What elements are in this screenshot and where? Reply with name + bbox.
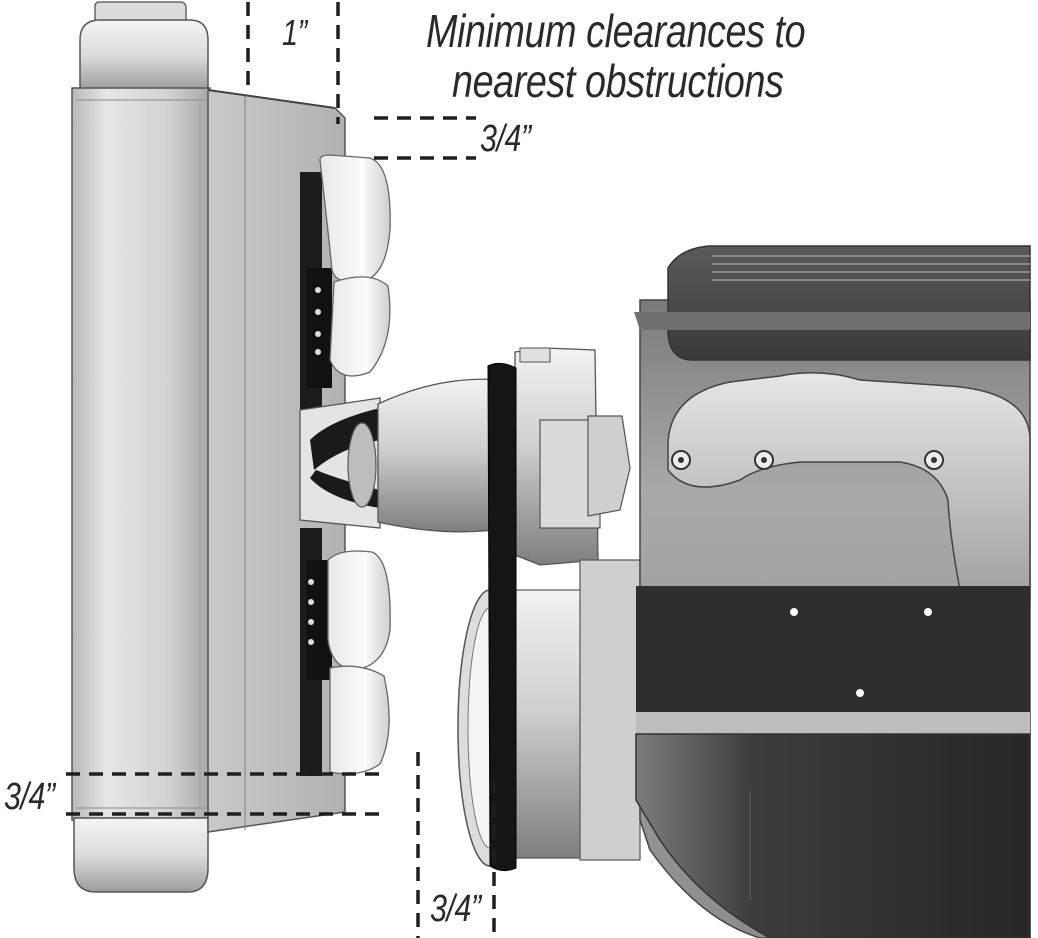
diagram-title-line-1: Minimum clearances to xyxy=(426,5,806,57)
radiator-core xyxy=(71,87,211,821)
dimension-lines xyxy=(66,2,496,938)
pulley-upper xyxy=(514,347,631,566)
fan-lower xyxy=(300,528,391,776)
oil-pan xyxy=(635,733,1031,938)
fan-upper xyxy=(300,154,391,412)
radiator-top-tank xyxy=(79,19,209,91)
drive-belt xyxy=(487,362,517,872)
top-clearance-label: 1” xyxy=(282,12,307,53)
upper-right-clearance-label: 3/4” xyxy=(480,118,531,160)
radiator-filler-neck xyxy=(94,1,187,23)
engine-dark-band xyxy=(636,586,1030,712)
engine xyxy=(634,245,1031,938)
radiator-bottom-tank xyxy=(73,817,209,893)
pulley-lower xyxy=(457,559,641,867)
radiator xyxy=(71,1,211,893)
bottom-clearance-label: 3/4” xyxy=(430,888,481,930)
lower-left-clearance-label: 3/4” xyxy=(4,776,55,818)
exhaust-manifold xyxy=(667,372,1031,601)
diagram-title-line-2: nearest obstructions xyxy=(452,55,784,107)
valve-cover xyxy=(667,245,1031,361)
